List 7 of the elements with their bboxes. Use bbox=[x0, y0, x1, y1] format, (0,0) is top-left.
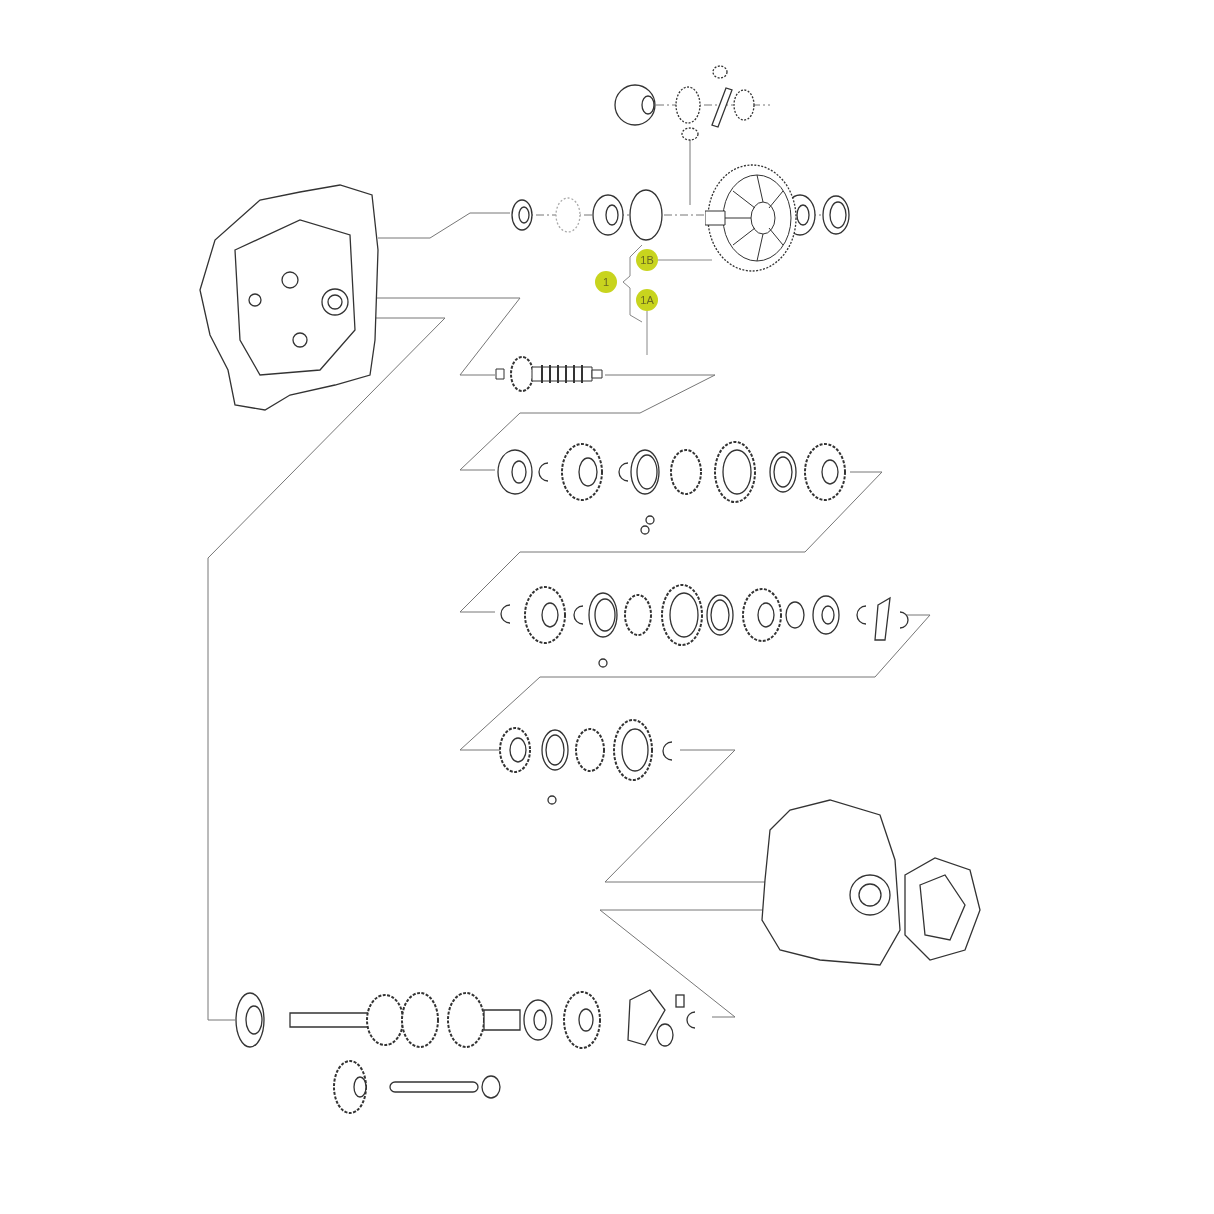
callout-number: 1 bbox=[595, 271, 617, 293]
callout-number: 1A bbox=[636, 289, 658, 311]
leader-line bbox=[657, 259, 713, 261]
callout-number: 1B bbox=[636, 249, 658, 271]
leader-line bbox=[646, 310, 648, 356]
input-shaft-drawing bbox=[492, 355, 604, 393]
final-drive-gear-drawing bbox=[705, 163, 800, 273]
